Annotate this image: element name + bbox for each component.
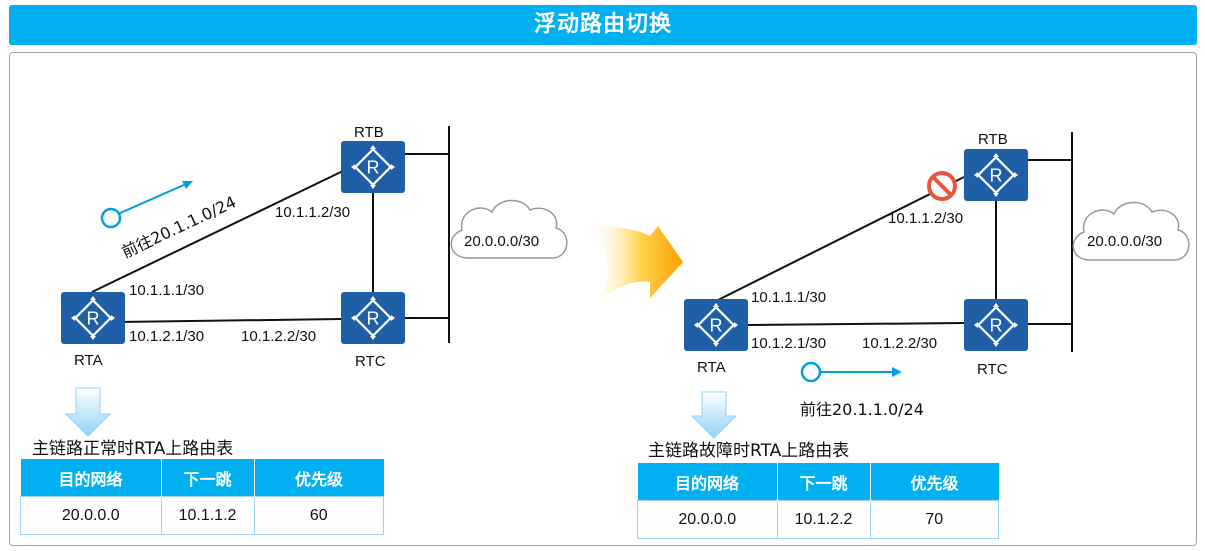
- right-ip-rta-b: 10.1.1.1/30: [751, 289, 827, 306]
- col-destination: 目的网络: [637, 463, 778, 501]
- right-rta-router-icon: [682, 297, 750, 353]
- right-rtc-router-icon: [962, 297, 1030, 353]
- left-cloud: [450, 199, 568, 259]
- left-rtb-router-icon: [339, 139, 407, 195]
- cell-destination: 20.0.0.0: [20, 496, 162, 535]
- right-route-table: 目的网络 下一跳 优先级 20.0.0.0 10.1.2.2 70: [637, 463, 999, 539]
- right-links: [717, 132, 1073, 352]
- left-ip-rta-c: 10.1.2.1/30: [129, 328, 205, 345]
- right-ip-rtc-a: 10.1.2.2/30: [862, 335, 938, 352]
- table-header-row: 目的网络 下一跳 优先级: [20, 459, 384, 497]
- left-down-arrow: [64, 387, 112, 437]
- left-route-table: 目的网络 下一跳 优先级 20.0.0.0 10.1.1.2 60: [20, 459, 384, 535]
- left-cloud-label: 20.0.0.0/30: [464, 233, 540, 250]
- right-cloud-label: 20.0.0.0/30: [1087, 233, 1163, 250]
- left-rtc-router-icon: [339, 290, 407, 346]
- table-header-row: 目的网络 下一跳 优先级: [637, 463, 999, 501]
- right-flow-label: 前往20.1.1.0/24: [800, 400, 924, 419]
- left-ip-rta-b: 10.1.1.1/30: [129, 282, 205, 299]
- right-rta-label: RTA: [697, 359, 726, 376]
- table-row: 20.0.0.0 10.1.1.2 60: [20, 496, 384, 535]
- cell-destination: 20.0.0.0: [637, 500, 778, 539]
- col-next-hop: 下一跳: [777, 463, 871, 501]
- col-next-hop: 下一跳: [161, 459, 255, 497]
- left-ip-rtb-a: 10.1.1.2/30: [275, 204, 351, 221]
- right-down-arrow: [690, 391, 738, 439]
- right-ip-rtb-a: 10.1.1.2/30: [888, 210, 964, 227]
- right-cloud: [1072, 201, 1190, 261]
- col-preference: 优先级: [254, 459, 384, 497]
- table-row: 20.0.0.0 10.1.2.2 70: [637, 500, 999, 539]
- left-ip-rtc-a: 10.1.2.2/30: [241, 328, 317, 345]
- cell-preference: 70: [869, 500, 999, 539]
- right-ip-rta-c: 10.1.2.1/30: [751, 335, 827, 352]
- transition-arrow: [588, 225, 683, 300]
- right-rtc-label: RTC: [977, 361, 1008, 378]
- left-rtb-label: RTB: [354, 124, 384, 141]
- left-rta-label: RTA: [74, 352, 103, 369]
- cell-preference: 60: [253, 496, 384, 535]
- right-rtb-router-icon: [962, 147, 1030, 203]
- right-flow-arrow: [800, 361, 902, 383]
- right-rtb-label: RTB: [978, 131, 1008, 148]
- left-table-caption: 主链路正常时RTA上路由表: [32, 439, 234, 459]
- col-preference: 优先级: [870, 463, 999, 501]
- page-title: 浮动路由切换: [9, 5, 1197, 45]
- left-flow-arrow: [100, 181, 193, 229]
- left-rta-router-icon: [59, 290, 127, 346]
- col-destination: 目的网络: [20, 459, 162, 497]
- cell-next-hop: 10.1.1.2: [160, 496, 255, 535]
- cell-next-hop: 10.1.2.2: [776, 500, 871, 539]
- link-fault-icon: [927, 171, 957, 201]
- left-links: [91, 126, 450, 343]
- right-table-caption: 主链路故障时RTA上路由表: [648, 441, 850, 461]
- left-rtc-label: RTC: [355, 353, 386, 370]
